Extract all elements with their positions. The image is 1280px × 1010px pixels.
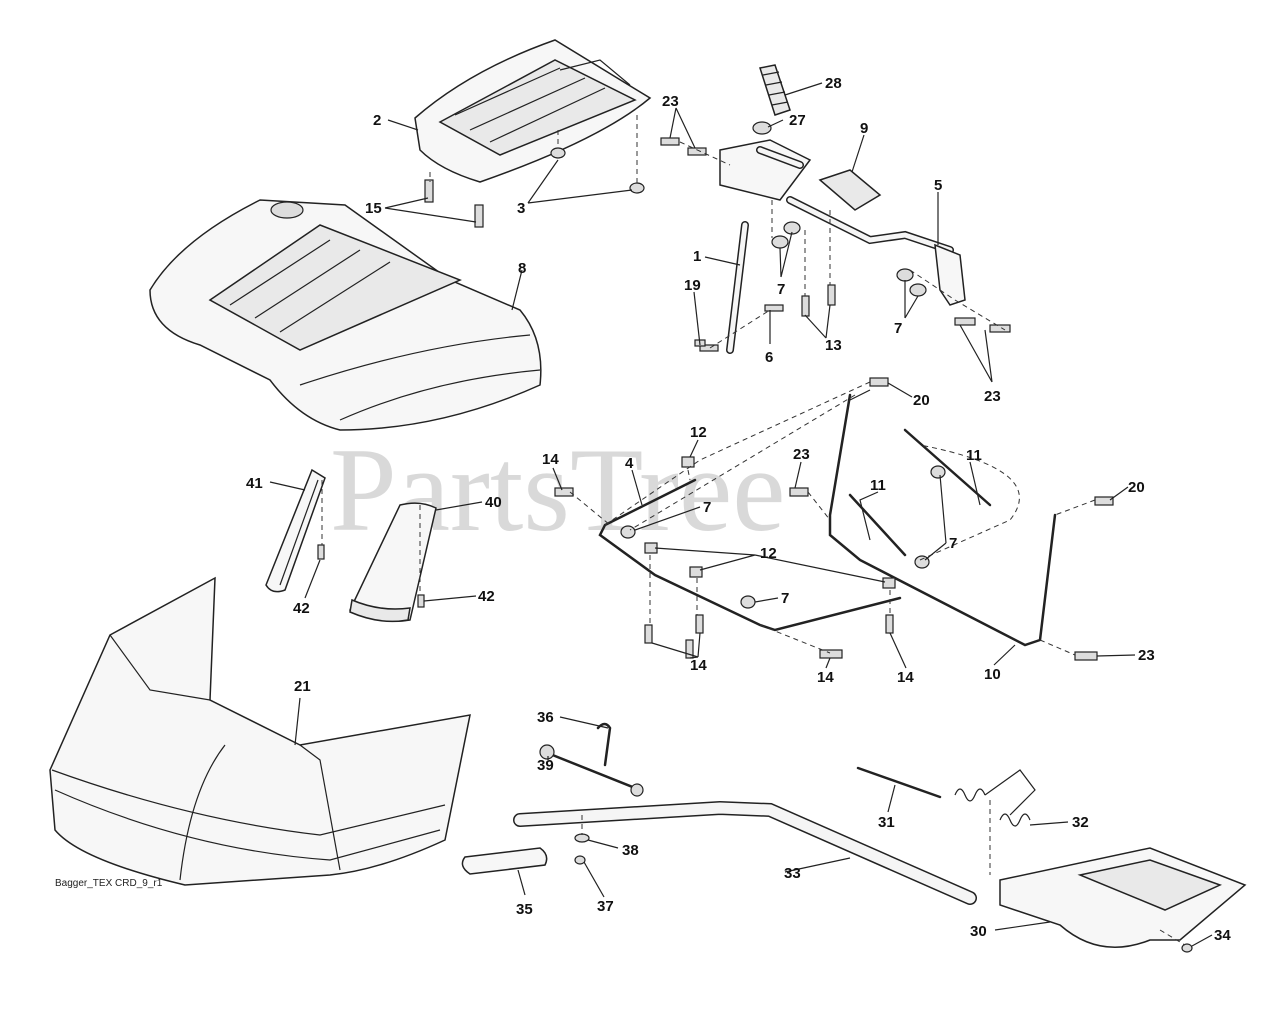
part-31-pin: [856, 766, 942, 799]
callout-14: 14: [690, 657, 707, 674]
callout-15: 15: [365, 200, 382, 217]
callout-12: 12: [760, 545, 777, 562]
callout-31: 31: [878, 814, 895, 831]
drawing-reference: Bagger_TEX CRD_9_r1: [55, 878, 163, 889]
callout-42: 42: [478, 588, 495, 605]
callout-20: 20: [1128, 479, 1145, 496]
part-36-hook: [596, 722, 612, 767]
callout-34: 34: [1214, 927, 1231, 944]
callout-21: 21: [294, 678, 311, 695]
callout-13: 13: [825, 337, 842, 354]
callout-42: 42: [293, 600, 310, 617]
callout-10: 10: [984, 666, 1001, 683]
callout-23: 23: [662, 93, 679, 110]
part-39-adjuster-rod: [539, 744, 644, 797]
callout-14: 14: [817, 669, 834, 686]
callout-33: 33: [784, 865, 801, 882]
callout-35: 35: [516, 901, 533, 918]
callout-27: 27: [789, 112, 806, 129]
part-11-link-rods: [848, 428, 992, 557]
callout-labels: 28 27 23 9 2 5 3 15 8 1 19 6 7 13 7 23 2…: [246, 75, 1231, 944]
callout-14: 14: [542, 451, 559, 468]
callout-19: 19: [684, 277, 701, 294]
callout-8: 8: [518, 260, 526, 277]
part-1-rod: [726, 221, 749, 354]
callout-4: 4: [625, 455, 634, 472]
part-41-side-strip: [265, 468, 326, 593]
part-40-side-panel: [349, 502, 437, 623]
callout-2: 2: [373, 112, 381, 129]
part-5-lift-rod: [786, 196, 966, 306]
callout-38: 38: [622, 842, 639, 859]
callout-5: 5: [934, 177, 942, 194]
callout-23: 23: [984, 388, 1001, 405]
leader-lines: [269, 82, 1213, 947]
callout-7: 7: [949, 535, 957, 552]
callout-39: 39: [537, 757, 554, 774]
callout-32: 32: [1072, 814, 1089, 831]
callout-23: 23: [1138, 647, 1155, 664]
callout-7: 7: [703, 499, 711, 516]
callout-3: 3: [517, 200, 525, 217]
part-9-handle-bracket: [719, 139, 882, 211]
callout-7: 7: [894, 320, 902, 337]
callout-28: 28: [825, 75, 842, 92]
callout-12: 12: [690, 424, 707, 441]
callout-40: 40: [485, 494, 502, 511]
part-32-spring: [954, 769, 1036, 827]
part-2-upper-hood-cover: [414, 39, 652, 183]
part-8-hood: [149, 199, 542, 431]
part-21-front-shroud: [49, 576, 471, 886]
callout-11: 11: [966, 447, 982, 464]
callout-14: 14: [897, 669, 914, 686]
part-4-lift-arm: [598, 478, 902, 632]
part-35-sleeve: [461, 847, 548, 875]
callout-9: 9: [860, 120, 868, 137]
callout-30: 30: [970, 923, 987, 940]
callout-37: 37: [597, 898, 614, 915]
part-28-grip: [759, 64, 791, 116]
part-33-lever-rod: [513, 800, 977, 905]
callout-36: 36: [537, 709, 554, 726]
callout-1: 1: [693, 248, 701, 265]
callout-7: 7: [781, 590, 789, 607]
callout-41: 41: [246, 475, 263, 492]
assembly-lines: [321, 115, 1186, 946]
callout-23: 23: [793, 446, 810, 463]
part-27-cap: [752, 121, 772, 135]
callout-20: 20: [913, 392, 930, 409]
callout-7: 7: [777, 281, 785, 298]
part-30-deflector: [999, 847, 1247, 949]
callout-11: 11: [870, 477, 886, 494]
callout-6: 6: [765, 349, 773, 366]
